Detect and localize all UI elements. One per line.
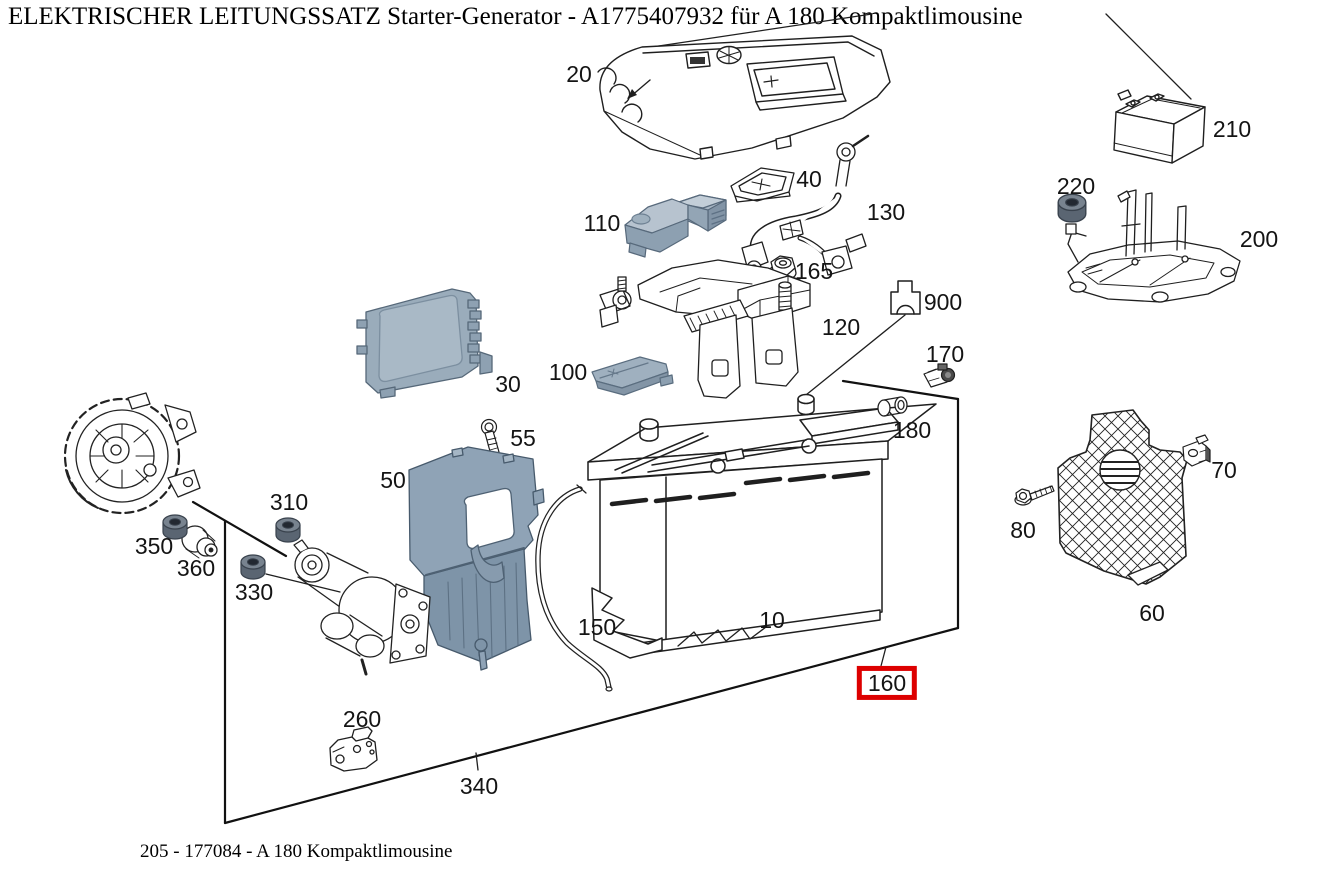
part-label-40[interactable]: 40: [796, 165, 822, 192]
part-900-symbol: [890, 280, 921, 315]
part-label-900[interactable]: 900: [923, 288, 963, 315]
part-label-150[interactable]: 150: [577, 613, 617, 640]
part-label-340[interactable]: 340: [459, 772, 499, 799]
part-label-260[interactable]: 260: [342, 705, 382, 732]
part-label-160[interactable]: 160: [856, 665, 918, 701]
part-80-screw: [1014, 485, 1055, 506]
part-label-200[interactable]: 200: [1239, 225, 1279, 252]
part-210-aux-battery: [1113, 89, 1206, 164]
part-label-360[interactable]: 360: [176, 554, 216, 581]
part-10-battery: [587, 393, 937, 659]
part-40-plate: [730, 167, 795, 203]
part-180-plug: [877, 396, 908, 417]
part-130-cable: [741, 134, 870, 276]
part-20-battery-cover: [597, 35, 891, 160]
footnote: 205 - 177084 - A 180 Kompaktlimousine: [140, 841, 453, 862]
part-label-60[interactable]: 60: [1139, 599, 1165, 626]
part-label-170[interactable]: 170: [925, 340, 965, 367]
part-label-110[interactable]: 110: [583, 209, 621, 236]
part-label-165[interactable]: 165: [794, 257, 834, 284]
part-label-310[interactable]: 310: [269, 488, 309, 515]
part-150-vent-hose: [535, 484, 613, 692]
callout-leader-lines: [265, 13, 1192, 771]
part-label-70[interactable]: 70: [1211, 456, 1237, 483]
part-170-clamp: [923, 363, 956, 388]
part-label-210[interactable]: 210: [1212, 115, 1252, 142]
part-label-30[interactable]: 30: [495, 370, 521, 397]
part-label-100[interactable]: 100: [548, 358, 588, 385]
part-100-cover: [591, 356, 674, 396]
part-label-130[interactable]: 130: [866, 198, 906, 225]
part-label-50[interactable]: 50: [380, 466, 406, 493]
assembly-boundary-lines: [191, 379, 960, 825]
part-200-tray: [1065, 189, 1241, 303]
part-label-80[interactable]: 80: [1010, 516, 1036, 543]
part-label-180[interactable]: 180: [892, 416, 932, 443]
part-55-screw: [480, 418, 500, 456]
part-60-mesh-panel: [1057, 409, 1188, 586]
part-70-clip: [1182, 434, 1211, 467]
part-360-bushing: [181, 525, 218, 559]
part-260-bracket: [329, 726, 378, 772]
part-label-330[interactable]: 330: [234, 578, 274, 605]
part-alternator: [63, 392, 201, 515]
part-50-mounting-panel: [408, 446, 545, 671]
part-label-350[interactable]: 350: [134, 532, 174, 559]
part-30-control-unit: [356, 288, 493, 399]
part-label-220[interactable]: 220: [1056, 172, 1096, 199]
part-110-terminal-housing: [624, 194, 727, 258]
part-label-55[interactable]: 55: [510, 424, 536, 451]
part-label-120[interactable]: 120: [821, 313, 861, 340]
part-120-bracket: [599, 259, 811, 399]
part-label-20[interactable]: 20: [566, 60, 592, 87]
part-starter-motor: [293, 539, 431, 676]
part-label-10[interactable]: 10: [759, 606, 785, 633]
